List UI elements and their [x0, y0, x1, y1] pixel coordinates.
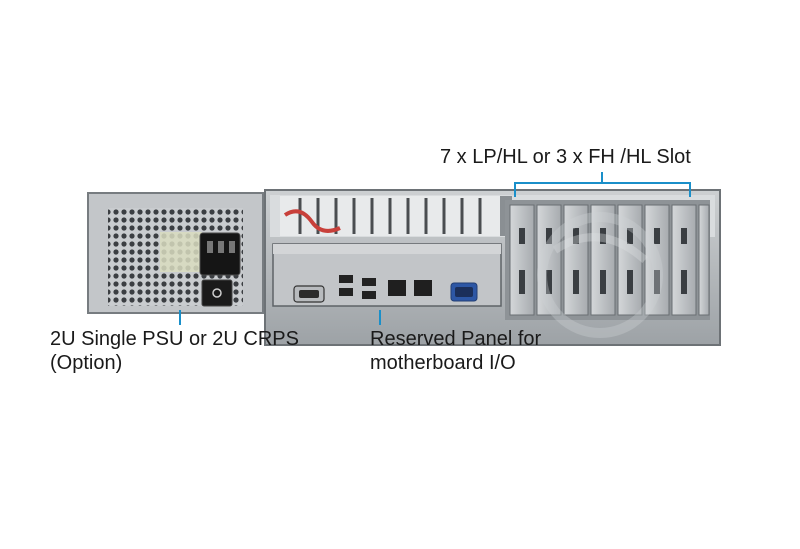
io-annotation-line1: Reserved Panel for — [370, 328, 542, 350]
psu-module — [87, 192, 264, 314]
psu-annotation-line1: 2U Single PSU or 2U CRPS — [50, 328, 299, 350]
psu-annotation: 2U Single PSU or 2U CRPS (Option) — [50, 327, 299, 375]
io-panel — [272, 243, 502, 307]
callout-slots — [514, 172, 691, 197]
rj45-port-icon — [388, 280, 432, 296]
io-annotation-line2: motherboard I/O — [370, 352, 516, 374]
usb-port-icon — [339, 275, 376, 299]
watermark-logo — [537, 212, 663, 338]
power-inlet-icon — [199, 232, 241, 276]
expansion-slots — [505, 200, 710, 320]
psu-annotation-line2: (Option) — [50, 352, 123, 374]
slot-annotation-text: 7 x LP/HL or 3 x FH /HL Slot — [440, 146, 691, 168]
internal-fins — [280, 196, 512, 236]
vga-port-icon — [450, 282, 478, 302]
power-switch-icon — [201, 279, 233, 307]
io-annotation: Reserved Panel for motherboard I/O — [370, 327, 541, 375]
slot-annotation: 7 x LP/HL or 3 x FH /HL Slot — [440, 145, 691, 169]
serial-port-icon — [293, 285, 325, 303]
